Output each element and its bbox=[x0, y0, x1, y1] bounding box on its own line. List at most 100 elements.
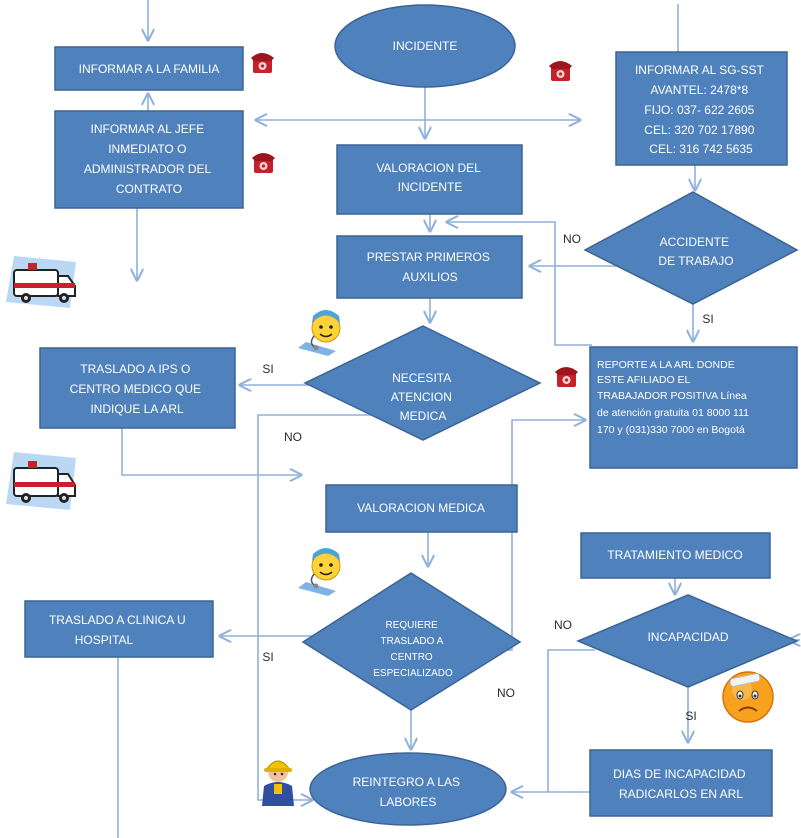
node-dias-incapacidad: DIAS DE INCAPACIDAD RADICARLOS EN ARL bbox=[589, 749, 773, 817]
node-label: NECESITA bbox=[392, 371, 451, 385]
node-label: CEL: 316 742 5635 bbox=[649, 142, 753, 156]
node-label: INCIDENTE bbox=[398, 180, 463, 194]
node-label: ACCIDENTE bbox=[660, 235, 729, 249]
svg-text:REPORTE A LA ARL DONDE E: REPORTE A LA ARL DONDE ESTE AFILIADO EL … bbox=[597, 359, 752, 436]
edge-label-requiere-no: NO bbox=[497, 686, 515, 700]
node-label: INCIDENTE bbox=[393, 39, 458, 53]
edge-label-atencion-no: NO bbox=[284, 430, 302, 444]
connector-incapacidad-no bbox=[547, 649, 595, 792]
connector-requiere-to-reporte bbox=[500, 420, 585, 651]
svg-text:ACCIDENTE DE TRABAJO: ACCIDENTE DE TRABAJO bbox=[658, 235, 733, 268]
node-label: INCAPACIDAD bbox=[647, 630, 728, 644]
edge-label-incapacidad-no: NO bbox=[554, 618, 572, 632]
node-necesita-atencion: NECESITA ATENCION MEDICA bbox=[303, 325, 542, 441]
node-label: INDIQUE LA ARL bbox=[90, 402, 184, 416]
node-label: VALORACION MEDICA bbox=[357, 501, 485, 515]
node-label: ADMINISTRADOR DEL bbox=[84, 162, 212, 176]
node-informar-sgsst: INFORMAR AL SG-SST AVANTEL: 2478*8 FIJO:… bbox=[615, 51, 788, 166]
node-reintegro: REINTEGRO A LAS LABORES bbox=[309, 752, 507, 826]
node-informar-jefe: INFORMAR AL JEFE INMEDIATO O ADMINISTRAD… bbox=[54, 110, 244, 209]
svg-text:DIAS DE INCAPACIDAD RADI: DIAS DE INCAPACIDAD RADICARLOS EN ARL bbox=[613, 767, 749, 801]
phone-icon bbox=[555, 367, 578, 387]
worker-icon bbox=[262, 760, 294, 806]
node-reporte-arl: REPORTE A LA ARL DONDE ESTE AFILIADO EL … bbox=[589, 346, 798, 469]
edge-label-accidente-no: NO bbox=[563, 232, 581, 246]
connector-reporte-feedback bbox=[447, 222, 592, 346]
doctor-icon bbox=[298, 310, 341, 356]
node-label: DIAS DE INCAPACIDAD bbox=[613, 767, 746, 781]
node-label: CEL: 320 702 17890 bbox=[644, 123, 754, 137]
svg-text:TRASLADO A CLINICA U HOS: TRASLADO A CLINICA U HOSPITAL bbox=[49, 613, 189, 647]
node-label: INFORMAR AL SG-SST bbox=[635, 63, 765, 77]
node-label: REQUIERE bbox=[385, 620, 438, 631]
node-label: de atención gratuita 01 8000 111 bbox=[597, 407, 749, 419]
node-label: ESTE AFILIADO EL bbox=[597, 374, 691, 386]
node-label: MEDICA bbox=[400, 409, 447, 423]
node-label: 170 y (031)330 7000 en Bogotá bbox=[597, 424, 745, 436]
node-label: TRASLADO A bbox=[380, 636, 443, 647]
node-label: ESPECIALIZADO bbox=[373, 668, 453, 679]
phone-icon bbox=[251, 53, 274, 73]
node-incapacidad: INCAPACIDAD bbox=[576, 594, 799, 688]
svg-text:VALORACION DEL INCIDENTE: VALORACION DEL INCIDENTE bbox=[376, 161, 483, 194]
svg-text:NECESITA ATENCION: NECESITA ATENCION MEDICA bbox=[391, 371, 455, 423]
node-label: AUXILIOS bbox=[402, 270, 457, 284]
node-traslado-clinica: TRASLADO A CLINICA U HOSPITAL bbox=[24, 600, 214, 658]
node-label: TRASLADO A CLINICA U bbox=[49, 613, 186, 627]
edge-label-requiere-si: SI bbox=[262, 650, 273, 664]
sad-face-icon bbox=[722, 671, 774, 723]
svg-text:INFORMAR AL SG-SST AVANT: INFORMAR AL SG-SST AVANTEL: 2478*8 FIJO:… bbox=[635, 63, 767, 156]
node-label: RADICARLOS EN ARL bbox=[619, 787, 743, 801]
svg-text:PRESTAR PRIMEROS AUXILIO: PRESTAR PRIMEROS AUXILIOS bbox=[367, 250, 493, 284]
node-label: PRESTAR PRIMEROS bbox=[367, 250, 490, 264]
edge-label-incapacidad-si: SI bbox=[685, 709, 696, 723]
svg-text:VALORACION MEDICA: VALORACION MEDICA bbox=[357, 501, 485, 515]
node-label: TRATAMIENTO MEDICO bbox=[607, 548, 742, 562]
svg-text:INFORMAR A LA FAMILIA: INFORMAR A LA FAMILIA bbox=[79, 62, 220, 76]
node-label: FIJO: 037- 622 2605 bbox=[644, 103, 754, 117]
svg-text:TRASLADO A IPS O CENTRO: TRASLADO A IPS O CENTRO MEDICO QUE INDIQ… bbox=[70, 362, 205, 416]
svg-text:INFORMAR AL JEFE INMEDIA: INFORMAR AL JEFE INMEDIATO O ADMINISTRAD… bbox=[84, 122, 214, 196]
node-label: CENTRO MEDICO QUE bbox=[70, 382, 201, 396]
node-prestar-auxilios: PRESTAR PRIMEROS AUXILIOS bbox=[336, 235, 523, 299]
node-label: HOSPITAL bbox=[75, 633, 134, 647]
node-label: DE TRABAJO bbox=[658, 254, 733, 268]
svg-text:INCIDENTE: INCIDENTE bbox=[393, 39, 458, 53]
phone-icon bbox=[549, 61, 572, 81]
node-label: INFORMAR AL JEFE bbox=[91, 122, 205, 136]
svg-text:REINTEGRO A LAS LABORES: REINTEGRO A LAS LABORES bbox=[353, 775, 464, 809]
node-label: CENTRO bbox=[390, 652, 432, 663]
connector-necesita-no-to-reintegro bbox=[257, 414, 371, 800]
node-label: TRABAJADOR POSITIVA Línea bbox=[597, 390, 747, 402]
node-label: ATENCION bbox=[391, 390, 452, 404]
node-label: REPORTE A LA ARL DONDE bbox=[597, 359, 735, 371]
edge-labels: NO SI SI NO NO SI NO SI bbox=[262, 232, 713, 723]
svg-text:REQUIERE TRASLADO A: REQUIERE TRASLADO A CENTRO ESPECIALIZADO bbox=[373, 620, 453, 679]
node-label: VALORACION DEL bbox=[376, 161, 481, 175]
ambulance-icon bbox=[6, 256, 76, 308]
node-label: TRASLADO A IPS O bbox=[80, 362, 190, 376]
edge-label-accidente-si: SI bbox=[702, 312, 713, 326]
node-label: LABORES bbox=[380, 795, 437, 809]
svg-text:TRATAMIENTO MEDICO: TRATAMIENTO MEDICO bbox=[607, 548, 742, 562]
node-tratamiento-medico: TRATAMIENTO MEDICO bbox=[580, 532, 771, 579]
node-valoracion-incidente: VALORACION DEL INCIDENTE bbox=[336, 144, 523, 215]
node-accidente-trabajo: ACCIDENTE DE TRABAJO bbox=[583, 191, 799, 305]
node-valoracion-medica: VALORACION MEDICA bbox=[325, 484, 518, 533]
node-label: INFORMAR A LA FAMILIA bbox=[79, 62, 220, 76]
node-traslado-ips: TRASLADO A IPS O CENTRO MEDICO QUE INDIQ… bbox=[39, 347, 236, 429]
node-requiere-traslado: REQUIERE TRASLADO A CENTRO ESPECIALIZADO bbox=[301, 572, 522, 711]
connector-ips-to-valoracion-medica bbox=[121, 428, 301, 475]
node-label: CONTRATO bbox=[116, 182, 182, 196]
edge-label-atencion-si: SI bbox=[262, 362, 273, 376]
node-incidente: INCIDENTE bbox=[334, 4, 516, 88]
node-informar-familia: INFORMAR A LA FAMILIA bbox=[54, 46, 244, 91]
node-label: AVANTEL: 2478*8 bbox=[651, 83, 749, 97]
node-label: REINTEGRO A LAS bbox=[353, 775, 460, 789]
phone-icon bbox=[252, 153, 275, 173]
node-label: INMEDIATO O bbox=[108, 142, 186, 156]
svg-text:INCAPACIDAD: INCAPACIDAD bbox=[647, 630, 728, 644]
doctor-icon bbox=[298, 548, 341, 596]
ambulance-icon bbox=[6, 452, 76, 510]
